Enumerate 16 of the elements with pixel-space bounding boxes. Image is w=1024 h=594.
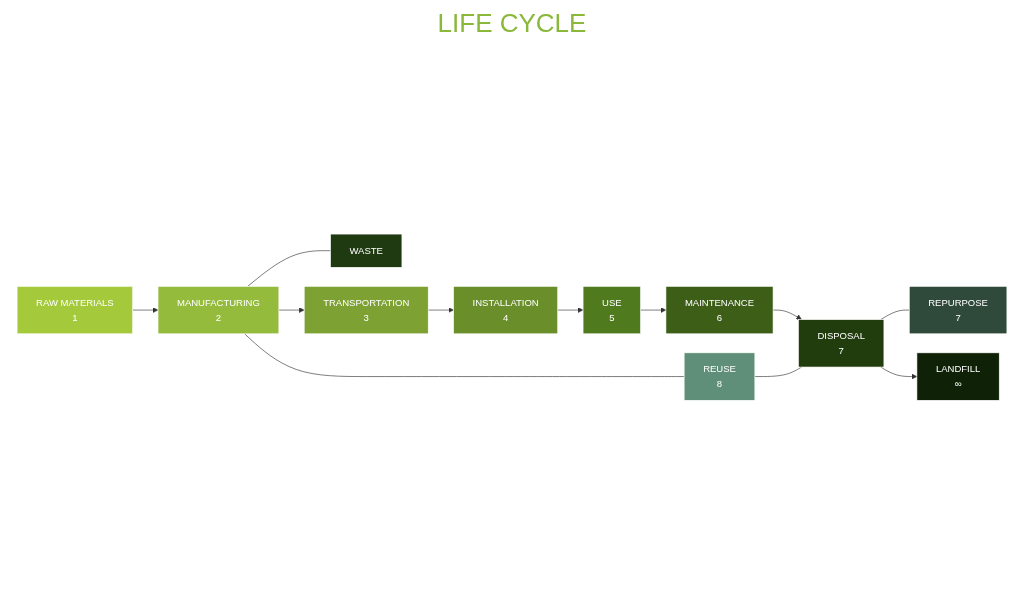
connector [754,367,802,378]
node-box: RAW MATERIALS 1 [16,286,133,335]
node-box: INSTALLATION 4 [453,286,559,335]
node-box: TRANSPORTATION 3 [303,286,429,335]
node-box: MAINTENANCE 6 [665,286,774,335]
connector [244,333,685,378]
node-box: REPURPOSE 7 [908,286,1008,335]
node-box: MANUFACTURING 2 [157,286,280,335]
node-box: LANDFILL ∞ [916,352,1000,401]
node-box: USE 5 [582,286,641,335]
node-box: DISPOSAL 7 [798,319,885,368]
connector [880,310,910,321]
center-label: LIFE CYCLE [437,8,587,39]
connector [247,250,331,287]
node-box: WASTE [330,234,403,268]
node-box: REUSE 8 [683,352,756,401]
